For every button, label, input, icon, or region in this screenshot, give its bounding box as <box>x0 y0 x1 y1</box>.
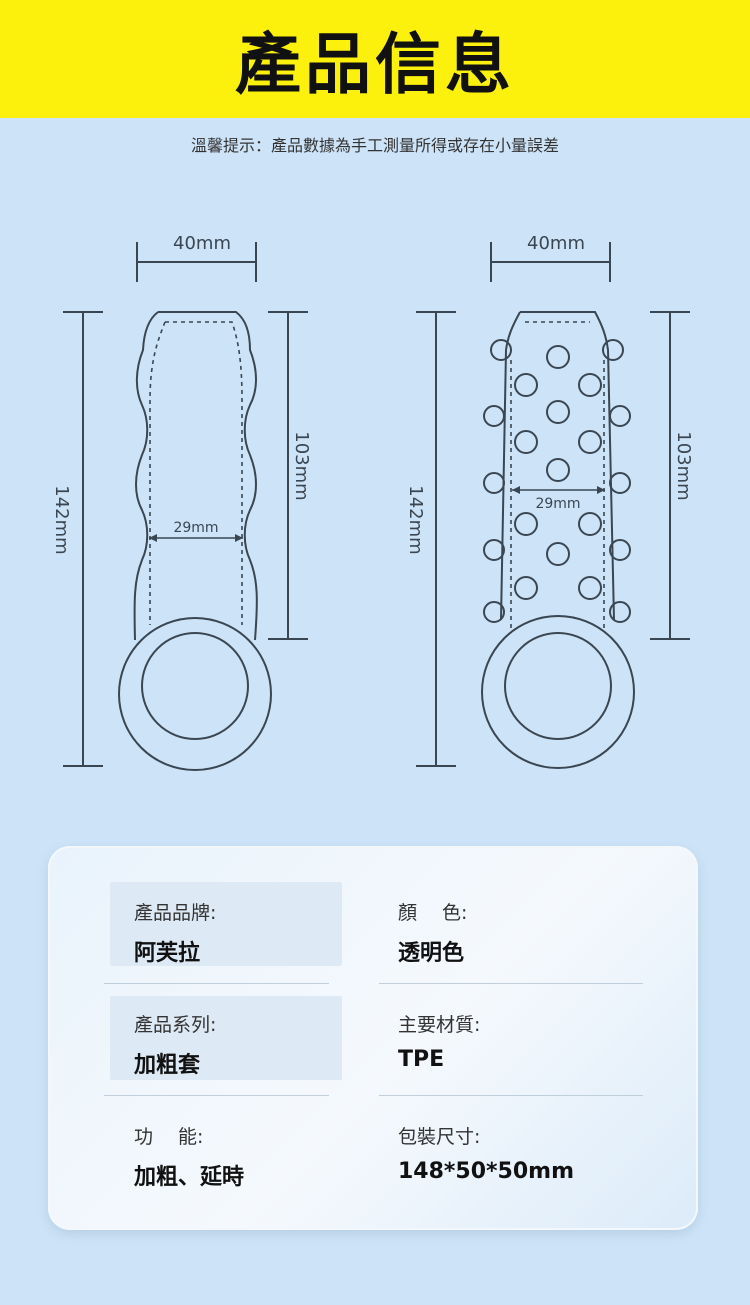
spec-value: 加粗、延時 <box>134 1165 245 1190</box>
divider <box>379 1095 643 1096</box>
spec-label: 產品品牌: <box>134 902 217 924</box>
product-diagram: 40mm 142mm 103mm 29mm <box>51 233 694 771</box>
spec-material: 主要材質: TPE <box>398 1010 624 1072</box>
left-width-label: 40mm <box>173 233 231 254</box>
spec-series: 產品系列: 加粗套 <box>134 1010 360 1079</box>
left-diameter-label: 29mm <box>173 520 218 536</box>
spec-label: 包裝尺寸: <box>398 1126 481 1148</box>
right-length-label: 142mm <box>405 485 426 554</box>
measurement-note: 溫馨提示：產品數據為手工測量所得或存在小量誤差 <box>190 136 559 155</box>
header-banner: 產品信息 <box>0 0 750 118</box>
spec-value: TPE <box>398 1047 445 1072</box>
left-inner-label: 103mm <box>291 431 312 500</box>
cell-background <box>110 996 342 1080</box>
divider <box>379 983 643 984</box>
spec-value: 透明色 <box>398 941 465 966</box>
spec-brand: 產品品牌: 阿芙拉 <box>134 898 360 967</box>
page-title: 產品信息 <box>235 26 515 103</box>
spec-value: 148*50*50mm <box>398 1159 575 1184</box>
right-inner-label: 103mm <box>673 431 694 500</box>
spec-color: 顏 色: 透明色 <box>398 898 624 967</box>
spec-label: 主要材質: <box>398 1014 481 1036</box>
left-length-label: 142mm <box>51 485 72 554</box>
divider <box>104 1095 329 1096</box>
spec-package-size: 包裝尺寸: 148*50*50mm <box>398 1122 624 1184</box>
spec-value: 加粗套 <box>134 1053 201 1078</box>
spec-function: 功 能: 加粗、延時 <box>134 1122 360 1191</box>
spec-label: 功 能: <box>134 1126 204 1148</box>
spec-value: 阿芙拉 <box>134 941 201 966</box>
cell-background <box>110 882 342 966</box>
right-diameter-label: 29mm <box>535 496 580 512</box>
spec-label: 顏 色: <box>398 902 468 924</box>
left-product-drawing <box>63 242 308 771</box>
spec-label: 產品系列: <box>134 1014 217 1036</box>
spec-card: 產品品牌: 阿芙拉 顏 色: 透明色 產品系列: 加粗套 主要材質: TPE 功… <box>48 846 698 1230</box>
right-width-label: 40mm <box>527 233 585 254</box>
divider <box>104 983 329 984</box>
right-product-drawing <box>416 242 690 769</box>
